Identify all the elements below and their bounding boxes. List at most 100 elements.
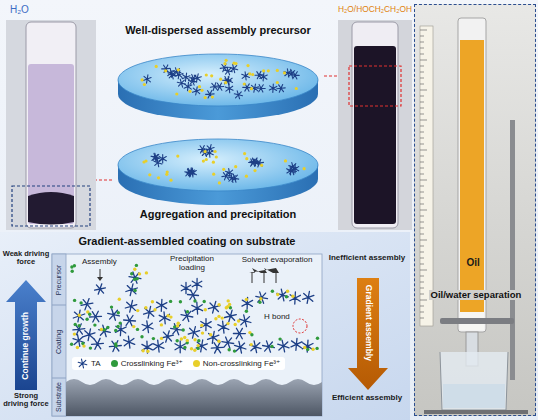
fe-ion [228, 303, 231, 306]
ruler-ticks [420, 30, 427, 318]
ta-molecule [125, 301, 137, 313]
fe-ion [306, 348, 309, 351]
fe-ion [74, 323, 77, 326]
ruler [420, 26, 433, 326]
ta-molecule [193, 74, 201, 82]
fe-ion [169, 315, 172, 318]
fe-ion [85, 318, 88, 321]
fe-ion [133, 289, 136, 292]
node-heading: Oil [465, 257, 482, 269]
fe-ion [246, 64, 249, 67]
fe-ion [245, 157, 248, 160]
ta-molecule [186, 168, 194, 176]
fe-ion [221, 316, 224, 319]
fe-ion [141, 349, 144, 352]
fe-ion [251, 73, 254, 76]
fe-ion [212, 173, 215, 176]
ta-molecule [222, 337, 234, 348]
fe-ion [151, 300, 154, 303]
fe-ion [130, 272, 133, 275]
ta-molecule [142, 341, 153, 353]
fe-ion [133, 268, 136, 271]
ta-molecule [181, 310, 193, 321]
arrow-text: Continue growth [21, 312, 31, 380]
vial-liquid [28, 64, 74, 224]
fe-ion [175, 92, 178, 95]
legend-text: Crosslinking Fe³⁺ [121, 359, 183, 368]
fe-ion [132, 325, 135, 328]
legend: TACrosslinking Fe³⁺Non-crosslinking Fe³⁺ [72, 357, 285, 370]
legend-swatch [111, 360, 118, 367]
fe-ion [164, 69, 167, 72]
fe-ion [295, 87, 298, 90]
fe-ion [140, 335, 143, 338]
layer-label: Substrate [55, 382, 63, 412]
coating-box [52, 254, 322, 416]
fe-ion [198, 85, 201, 88]
fe-ion [267, 69, 270, 72]
fe-ion [259, 297, 262, 300]
fe-ion [183, 346, 186, 349]
fe-ion [250, 87, 253, 90]
fe-ion [245, 175, 248, 178]
fe-ion [234, 165, 237, 168]
fe-ion [73, 299, 76, 302]
fe-ion [71, 270, 74, 273]
fe-ion [79, 301, 82, 304]
fe-ion [222, 168, 225, 171]
vial-photo: H₂O/HOCH₂CH₂OH [338, 4, 412, 232]
fe-ion [223, 62, 226, 65]
ta-molecule [109, 341, 121, 352]
node-heading: Gradient-assembled coating on substrate [52, 235, 322, 248]
ta-molecule [250, 158, 258, 166]
process-note: H bond [262, 312, 292, 321]
fe-ion [210, 74, 213, 77]
fe-ion [160, 323, 163, 326]
vial-photo-ground [338, 20, 412, 230]
fe-ion [271, 290, 274, 293]
fe-ion [166, 171, 169, 174]
legend-item: Non-crosslinking Fe³⁺ [193, 359, 281, 368]
fe-ion [217, 315, 220, 318]
fe-ion [248, 72, 251, 75]
axis-note: Strong driving force [2, 392, 50, 408]
fe-ion [303, 167, 306, 170]
substrate [66, 379, 322, 416]
vial-glass [26, 22, 76, 228]
ta-molecule [239, 315, 251, 327]
evaporation-arrows [249, 268, 279, 273]
fe-ion [145, 271, 148, 274]
fe-ion [258, 301, 261, 304]
fe-ion [190, 347, 193, 350]
ta-molecule [153, 340, 164, 352]
ta-molecule [291, 71, 299, 79]
fe-ion [177, 68, 180, 71]
fe-ion [260, 164, 263, 167]
fe-ion [250, 333, 253, 336]
ta-molecule [208, 301, 220, 313]
ta-molecule [277, 289, 288, 301]
growth-arrow: Continue growth [6, 280, 46, 390]
fe-ion [226, 322, 229, 325]
separation-photo: OilOil/water separation [414, 4, 536, 416]
fe-ion [245, 310, 248, 313]
ta-molecule [159, 312, 170, 324]
fe-ion [219, 78, 222, 81]
fe-ion [224, 81, 227, 84]
fe-ion [285, 295, 288, 298]
ta-molecule [188, 327, 200, 339]
fe-ion [234, 323, 237, 326]
fe-ion [173, 325, 176, 328]
fe-ion [176, 324, 179, 327]
ta-molecule [288, 167, 296, 175]
fe-ion [205, 158, 208, 161]
fe-ion [217, 303, 220, 306]
ta-molecule [84, 329, 95, 341]
fe-ion [233, 349, 236, 352]
ta-molecule [208, 331, 219, 343]
fe-ion [245, 298, 248, 301]
ta-molecule [269, 84, 277, 92]
ta-molecule [168, 71, 176, 79]
fe-ion [276, 81, 279, 84]
